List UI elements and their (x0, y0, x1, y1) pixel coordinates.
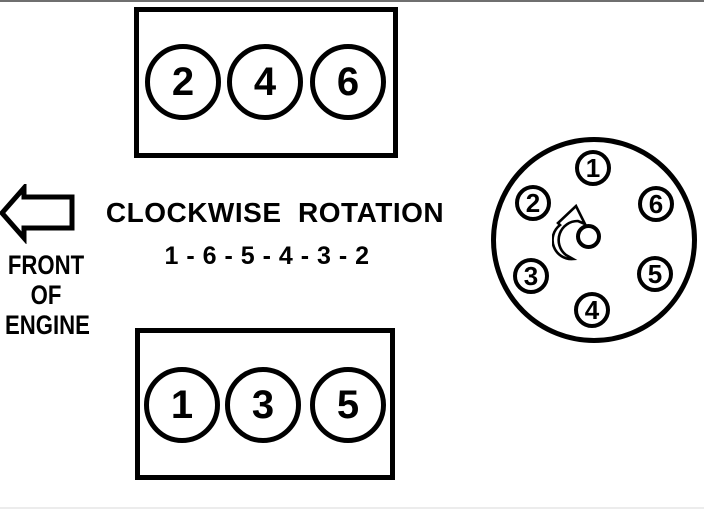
cylinder-2: 2 (145, 44, 221, 120)
front-label-line3: ENGINE (5, 310, 90, 340)
distributor-terminal-4: 4 (574, 292, 610, 328)
cylinder-5-label: 5 (336, 383, 360, 427)
cylinder-2-label: 2 (171, 60, 195, 104)
cylinder-4-label: 4 (253, 60, 277, 104)
rotation-caption: CLOCKWISE ROTATION (105, 197, 445, 228)
terminal-2-label: 2 (525, 188, 541, 218)
distributor-terminal-6: 6 (638, 186, 674, 222)
clockwise-rotation-arrow-icon (552, 203, 588, 261)
cylinder-3: 3 (225, 367, 301, 443)
cylinder-6: 6 (310, 44, 386, 120)
cylinder-3-label: 3 (251, 383, 275, 427)
front-direction-arrow-icon (0, 184, 75, 244)
cylinder-1-label: 1 (170, 383, 194, 427)
terminal-6-label: 6 (648, 189, 664, 219)
distributor-terminal-2: 2 (515, 185, 551, 221)
front-of-engine-label: FRONT OF ENGINE (5, 250, 90, 340)
distributor-terminal-3: 3 (513, 258, 549, 294)
cylinder-4: 4 (227, 44, 303, 120)
rotor-shaft-circle (576, 224, 601, 249)
distributor-terminal-5: 5 (637, 256, 673, 292)
cylinder-5: 5 (310, 367, 386, 443)
terminal-1-label: 1 (585, 153, 601, 183)
bottom-divider-line (0, 507, 704, 509)
distributor-terminal-1: 1 (575, 150, 611, 186)
terminal-3-label: 3 (523, 261, 539, 291)
cylinder-1: 1 (144, 367, 220, 443)
terminal-4-label: 4 (584, 295, 600, 325)
front-label-line1: FRONT (7, 250, 85, 280)
firing-order-sequence: 1 - 6 - 5 - 4 - 3 - 2 (164, 242, 370, 270)
cylinder-6-label: 6 (336, 60, 360, 104)
terminal-5-label: 5 (647, 259, 663, 289)
front-label-line2: OF (30, 280, 62, 310)
top-divider-line (0, 0, 704, 2)
